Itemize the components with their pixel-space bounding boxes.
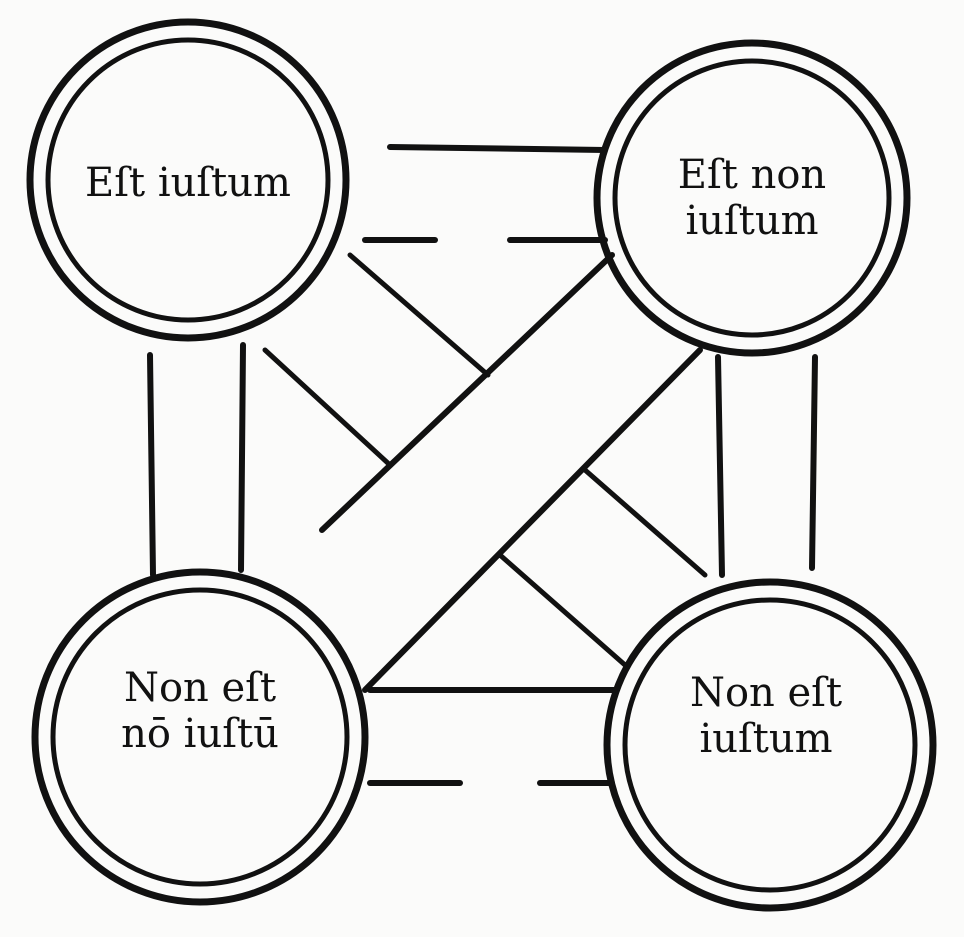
connector-diagonal-tl-br	[262, 252, 708, 668]
node-circle-bottom-left	[31, 568, 369, 906]
connector-diagonal-tr-bl	[319, 252, 703, 693]
connector-right	[715, 354, 818, 578]
node-label-bottom-left: Non eſt nō iuſtū	[70, 665, 330, 757]
label-line: Non eſt	[689, 670, 843, 716]
label-line: iuſtum	[685, 198, 819, 244]
node-label-top-left: Eſt iuſtum	[58, 160, 318, 206]
connector-left	[147, 342, 246, 578]
node-label-bottom-right: Non eſt iuſtum	[636, 670, 896, 762]
connector-bottom	[367, 687, 618, 786]
label-line: Non eſt	[123, 665, 277, 711]
node-circle-top-left	[26, 18, 350, 342]
connector-top	[362, 144, 608, 243]
node-circle-bottom-right	[603, 578, 937, 912]
label-line: nō iuſtū	[121, 711, 279, 757]
node-label-top-right: Eſt non iuſtum	[622, 152, 882, 244]
label-line: Eſt iuſtum	[85, 160, 291, 206]
node-circle-top-right	[593, 39, 911, 357]
label-line: iuſtum	[699, 716, 833, 762]
label-line: Eſt non	[677, 152, 827, 198]
